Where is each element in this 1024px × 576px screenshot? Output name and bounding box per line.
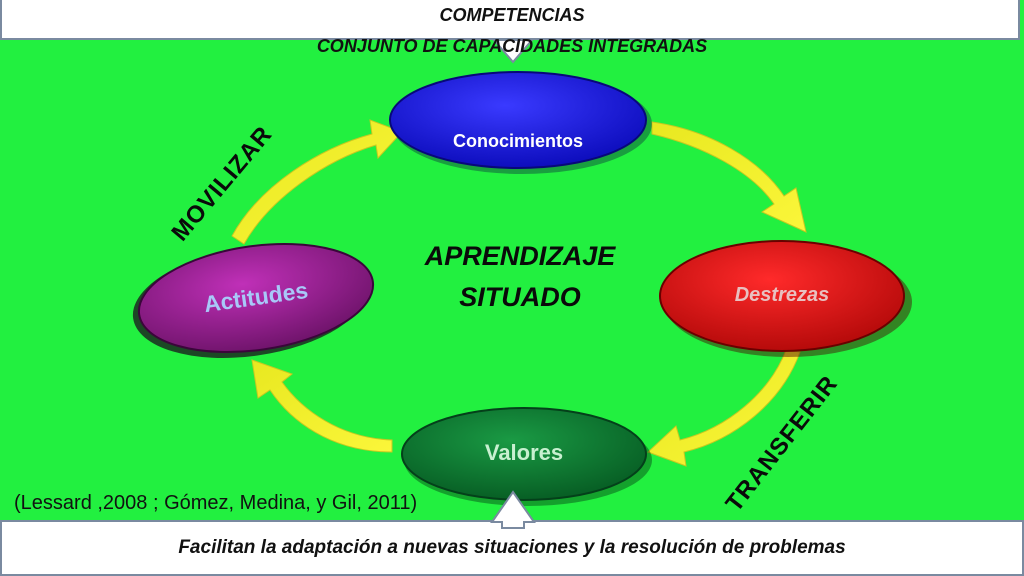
citation-text: (Lessard ,2008 ; Gómez, Medina, y Gil, 2… [14, 492, 418, 514]
valores-label: Valores [484, 440, 564, 465]
destrezas-node [659, 240, 905, 352]
center-title-line2: SITUADO [459, 282, 581, 312]
conocimientos-label: Conocimientos [452, 131, 583, 151]
bottom-connector-arrow [490, 490, 536, 529]
arrow-movilizar [231, 119, 403, 245]
top-connector-arrow [491, 39, 535, 64]
footer-text: Facilitan la adaptación a nuevas situaci… [178, 537, 846, 558]
arrow-conocimientos-destrezas [651, 121, 807, 233]
header-title: COMPETENCIAS [439, 5, 585, 25]
conocimientos-node [389, 71, 647, 169]
actitudes-node [137, 242, 375, 354]
valores-node [401, 407, 647, 501]
center-title-line1: APRENDIZAJE [424, 241, 616, 271]
arrow-transferir [647, 349, 801, 467]
header-subtitle: CONJUNTO DE CAPACIDADES INTEGRADAS [316, 36, 708, 56]
destrezas-label: Destrezas [734, 284, 830, 306]
arrow-valores-actitudes [251, 359, 393, 453]
